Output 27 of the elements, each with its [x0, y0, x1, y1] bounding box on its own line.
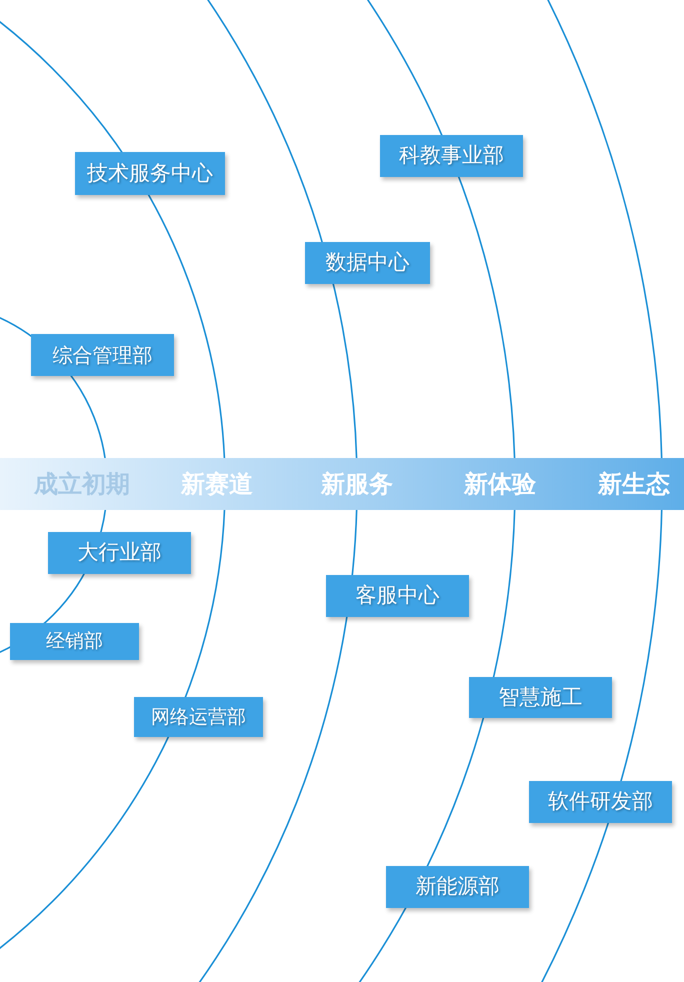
department-box — [305, 242, 430, 284]
stage-band — [0, 458, 684, 510]
stage-label: 新赛道 — [181, 469, 253, 500]
department-name: 智慧施工 — [498, 684, 582, 711]
department-box — [386, 866, 529, 908]
stage-label: 新生态 — [598, 469, 670, 500]
stage-label: 新服务 — [321, 469, 393, 500]
department-name: 经销部 — [46, 629, 103, 654]
department-name: 数据中心 — [326, 249, 410, 276]
department-name: 软件研发部 — [548, 788, 653, 816]
department-name: 网络运营部 — [151, 704, 246, 730]
stage-label: 新体验 — [464, 469, 536, 500]
department-box — [529, 781, 672, 823]
department-name: 客服中心 — [356, 582, 440, 610]
department-box — [10, 623, 139, 660]
department-name: 大行业部 — [78, 539, 162, 566]
department-name: 科教事业部 — [399, 142, 504, 170]
department-box — [380, 135, 523, 177]
department-box — [48, 532, 191, 574]
department-box — [469, 677, 612, 718]
department-box — [75, 152, 225, 195]
department-name: 技术服务中心 — [87, 160, 213, 187]
department-name: 综合管理部 — [52, 342, 152, 369]
department-box — [134, 697, 263, 737]
department-box — [326, 575, 469, 617]
department-name: 新能源部 — [416, 873, 500, 900]
department-box — [31, 334, 174, 376]
